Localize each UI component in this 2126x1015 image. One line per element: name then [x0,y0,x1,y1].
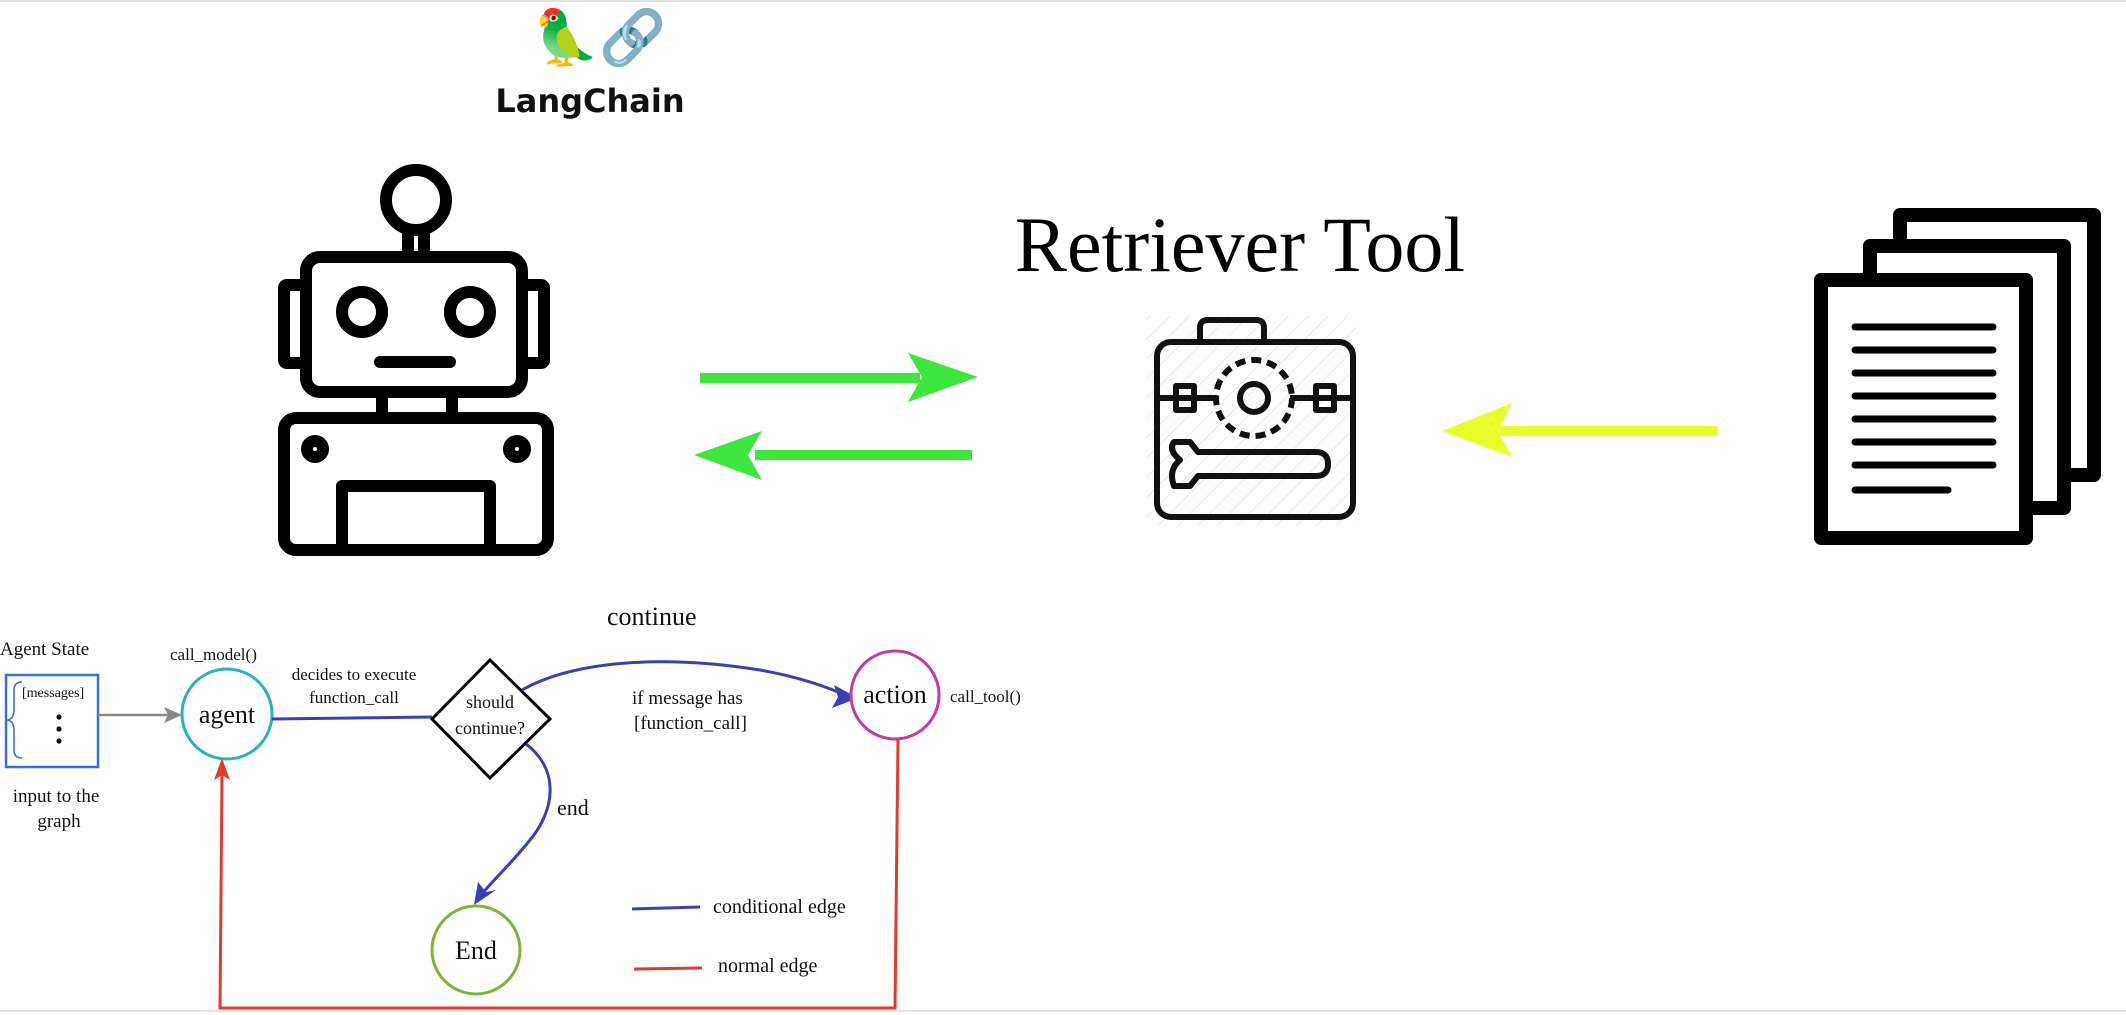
top-border [0,0,2126,2]
should-label-line1: should [465,692,514,712]
if-message-label-line2: [function_call] [634,713,747,734]
input-edge [98,707,182,723]
decides-label-line2: function_call [309,688,399,707]
arrow-right-icon [700,353,978,402]
call-model-label: call_model() [170,645,257,664]
should-label-line2: continue? [455,718,525,738]
call-tool-label: call_tool() [950,687,1021,706]
continue-label: continue [607,602,697,631]
arrow-left-icon [1442,403,1718,457]
end-edge-label: end [557,795,589,820]
end-node-label: End [455,936,497,965]
legend-normal-label: normal edge [718,955,818,977]
input-label-line1: input to the [12,786,100,807]
agent-node [180,667,274,761]
decides-label-line1: decides to execute [291,665,417,684]
agent-to-should-edge [271,715,433,721]
retriever-tool-title: Retriever Tool [1014,201,1466,288]
input-label-line2: graph [37,811,81,832]
action-to-agent-edge [214,738,900,1010]
documents-icon [1814,208,2101,545]
legend-conditional-swatch [631,905,701,911]
robot-icon [278,164,554,556]
continue-edge [521,660,858,708]
should-continue-node [429,657,553,781]
legend-normal-swatch [633,966,703,971]
bottom-border [0,1010,2126,1012]
langchain-logo-icon: 🦜🔗 [532,6,667,69]
action-node-label: action [863,680,927,709]
arrow-left-icon [694,431,972,480]
agent-node-label: agent [198,700,256,729]
messages-label: [messages] [22,686,85,701]
end-edge [474,742,552,905]
brand-name: LangChain [495,82,685,120]
if-message-label-line1: if message has [632,688,743,709]
end-node [430,904,522,996]
action-node [849,649,941,741]
agent-state-box [4,673,100,769]
toolbox-icon [1146,316,1356,526]
legend-conditional-label: conditional edge [713,896,846,918]
agent-state-label: Agent State [0,639,90,660]
